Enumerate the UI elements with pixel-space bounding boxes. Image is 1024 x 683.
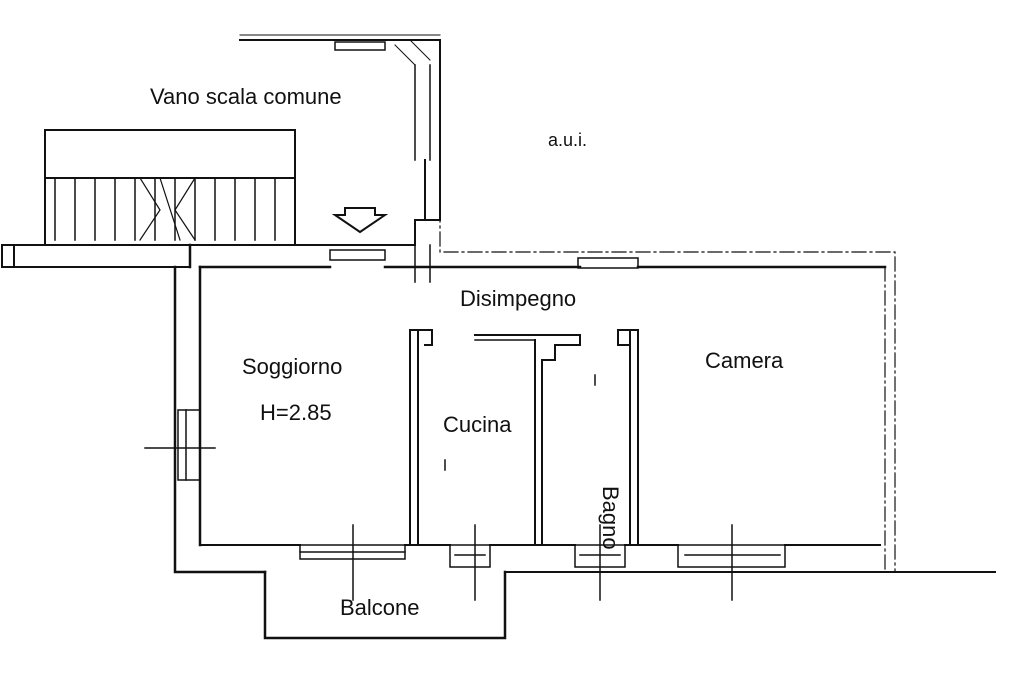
label-kitchen: Cucina <box>443 412 512 437</box>
apartment-walls <box>173 243 996 574</box>
partition-walls <box>409 329 639 546</box>
top-windows <box>329 249 639 269</box>
misc-marks <box>444 374 596 471</box>
stair-flights <box>44 129 296 246</box>
label-aui: a.u.i. <box>548 130 587 150</box>
label-bath: Bagno <box>598 486 623 550</box>
label-height: H=2.85 <box>260 400 332 425</box>
bottom-windows <box>299 524 786 601</box>
label-balcony: Balcone <box>340 595 420 620</box>
label-hallway: Disimpegno <box>460 286 576 311</box>
balcony-outline <box>263 570 507 640</box>
label-stairwell: Vano scala comune <box>150 84 342 109</box>
label-bedroom: Camera <box>705 348 784 373</box>
stairwell-outline <box>189 34 441 246</box>
label-living: Soggiorno <box>242 354 342 379</box>
entrance-arrow-icon <box>331 207 389 234</box>
living-side-window <box>144 409 216 481</box>
boundary-dashed <box>439 39 896 573</box>
left-wall-stub <box>1 244 191 268</box>
